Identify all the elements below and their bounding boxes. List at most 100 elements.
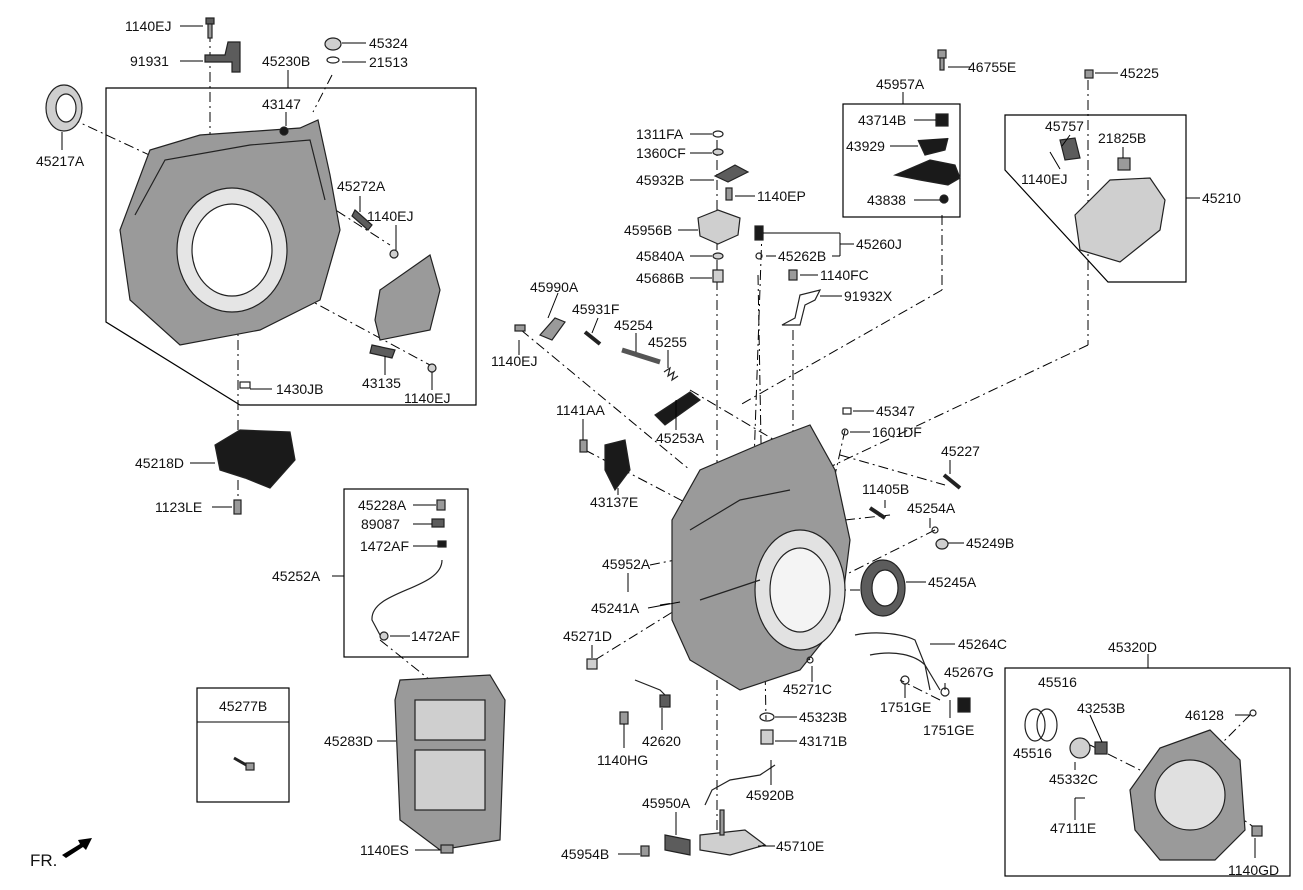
label-1140fc[interactable]: 1140FC <box>820 267 869 283</box>
label-45267g[interactable]: 45267G <box>944 664 994 680</box>
label-45253a[interactable]: 45253A <box>656 430 705 446</box>
label-45210[interactable]: 45210 <box>1202 190 1241 206</box>
label-45516-bottom[interactable]: 45516 <box>1013 745 1052 761</box>
label-42620[interactable]: 42620 <box>642 733 681 749</box>
label-45324[interactable]: 45324 <box>369 35 408 51</box>
label-45254a[interactable]: 45254A <box>907 500 956 516</box>
label-45950a[interactable]: 45950A <box>642 795 691 811</box>
label-45757[interactable]: 45757 <box>1045 118 1084 134</box>
label-1140hg[interactable]: 1140HG <box>597 752 648 768</box>
seal-45217a-illustration <box>45 84 83 132</box>
label-1751ge-right[interactable]: 1751GE <box>923 722 974 738</box>
label-45218d[interactable]: 45218D <box>135 455 184 471</box>
label-45283d[interactable]: 45283D <box>324 733 373 749</box>
label-45277b[interactable]: 45277B <box>219 698 267 714</box>
label-1751ge-left[interactable]: 1751GE <box>880 699 931 715</box>
label-43137e[interactable]: 43137E <box>590 494 638 510</box>
label-1140ep[interactable]: 1140EP <box>757 188 806 204</box>
label-45990a[interactable]: 45990A <box>530 279 579 295</box>
label-1140ej-housing[interactable]: 1140EJ <box>367 208 413 224</box>
label-1140ej-bracket[interactable]: 1140EJ <box>1021 171 1067 187</box>
label-45228a[interactable]: 45228A <box>358 497 407 513</box>
label-1140ej-lever[interactable]: 1140EJ <box>491 353 537 369</box>
label-1140ej-top[interactable]: 1140EJ <box>125 18 171 34</box>
label-47111e[interactable]: 47111E <box>1050 820 1096 836</box>
label-45954b[interactable]: 45954B <box>561 846 609 862</box>
label-45264c[interactable]: 45264C <box>958 636 1007 652</box>
label-1472af-upper[interactable]: 1472AF <box>360 538 409 554</box>
case-fasteners-illustration <box>841 407 962 550</box>
hose-kit-box <box>343 488 469 658</box>
shift-lever-kit-illustration <box>892 49 961 204</box>
label-91932x[interactable]: 91932X <box>844 288 893 304</box>
label-45516-top[interactable]: 45516 <box>1038 674 1077 690</box>
valve-body-45283d-illustration <box>394 674 506 854</box>
label-45952a[interactable]: 45952A <box>602 556 651 572</box>
label-45249b[interactable]: 45249B <box>966 535 1014 551</box>
label-46755e[interactable]: 46755E <box>968 59 1016 75</box>
label-45254[interactable]: 45254 <box>614 317 653 333</box>
label-45225[interactable]: 45225 <box>1120 65 1159 81</box>
label-45332c[interactable]: 45332C <box>1049 771 1098 787</box>
label-45323b[interactable]: 45323B <box>799 709 847 725</box>
label-1360cf[interactable]: 1360CF <box>636 145 686 161</box>
converter-housing-illustration <box>119 119 341 346</box>
label-43171b[interactable]: 43171B <box>799 733 847 749</box>
label-1601df[interactable]: 1601DF <box>872 424 922 440</box>
label-1141aa[interactable]: 1141AA <box>556 402 605 418</box>
rear-cover-45320d-illustration <box>1024 708 1263 861</box>
label-91931[interactable]: 91931 <box>130 53 169 69</box>
label-1140gd[interactable]: 1140GD <box>1228 862 1279 878</box>
label-1430jb[interactable]: 1430JB <box>276 381 323 397</box>
label-45230b[interactable]: 45230B <box>262 53 310 69</box>
label-43929[interactable]: 43929 <box>846 138 885 154</box>
label-45271c[interactable]: 45271C <box>783 681 832 697</box>
kit-45277b-box <box>196 687 290 803</box>
front-direction-arrow-icon <box>62 838 92 858</box>
cap-45324-illustration <box>324 37 342 64</box>
label-43147[interactable]: 43147 <box>262 96 301 112</box>
deflector-plate-illustration <box>239 209 441 389</box>
label-21513[interactable]: 21513 <box>369 54 408 70</box>
label-45931f[interactable]: 45931F <box>572 301 619 317</box>
label-43253b[interactable]: 43253B <box>1077 700 1125 716</box>
label-45255[interactable]: 45255 <box>648 334 687 350</box>
label-45272a[interactable]: 45272A <box>337 178 386 194</box>
label-45252a[interactable]: 45252A <box>272 568 321 584</box>
label-45241a[interactable]: 45241A <box>591 600 640 616</box>
label-43838[interactable]: 43838 <box>867 192 906 208</box>
label-43135[interactable]: 43135 <box>362 375 401 391</box>
screw-45277b-illustration <box>233 756 255 771</box>
label-45347[interactable]: 45347 <box>876 403 915 419</box>
label-89087[interactable]: 89087 <box>361 516 400 532</box>
transmission-case-illustration <box>671 424 851 691</box>
label-45932b[interactable]: 45932B <box>636 172 684 188</box>
plug-43147-illustration <box>279 126 289 136</box>
group-boxes <box>105 87 1291 877</box>
label-45920b[interactable]: 45920B <box>746 787 794 803</box>
label-1472af-lower[interactable]: 1472AF <box>411 628 460 644</box>
label-45686b[interactable]: 45686B <box>636 270 684 286</box>
bracket-91931-illustration <box>204 41 241 73</box>
label-21825b[interactable]: 21825B <box>1098 130 1146 146</box>
label-45710e[interactable]: 45710E <box>776 838 824 854</box>
label-45245a[interactable]: 45245A <box>928 574 977 590</box>
label-45260j[interactable]: 45260J <box>856 236 902 252</box>
label-45840a[interactable]: 45840A <box>636 248 685 264</box>
label-45217a[interactable]: 45217A <box>36 153 85 169</box>
label-45227[interactable]: 45227 <box>941 443 980 459</box>
label-45957a[interactable]: 45957A <box>876 76 925 92</box>
label-1140es[interactable]: 1140ES <box>360 842 409 858</box>
label-43714b[interactable]: 43714B <box>858 112 906 128</box>
label-45262b[interactable]: 45262B <box>778 248 826 264</box>
label-45271d[interactable]: 45271D <box>563 628 612 644</box>
label-1123le[interactable]: 1123LE <box>155 499 202 515</box>
label-45956b[interactable]: 45956B <box>624 222 672 238</box>
label-45320d[interactable]: 45320D <box>1108 639 1157 655</box>
label-1140ej-lower[interactable]: 1140EJ <box>404 390 450 406</box>
bracket-91932x-illustration <box>781 269 822 326</box>
label-46128[interactable]: 46128 <box>1185 707 1224 723</box>
label-11405b[interactable]: 11405B <box>862 481 909 497</box>
label-1311fa[interactable]: 1311FA <box>636 126 684 142</box>
